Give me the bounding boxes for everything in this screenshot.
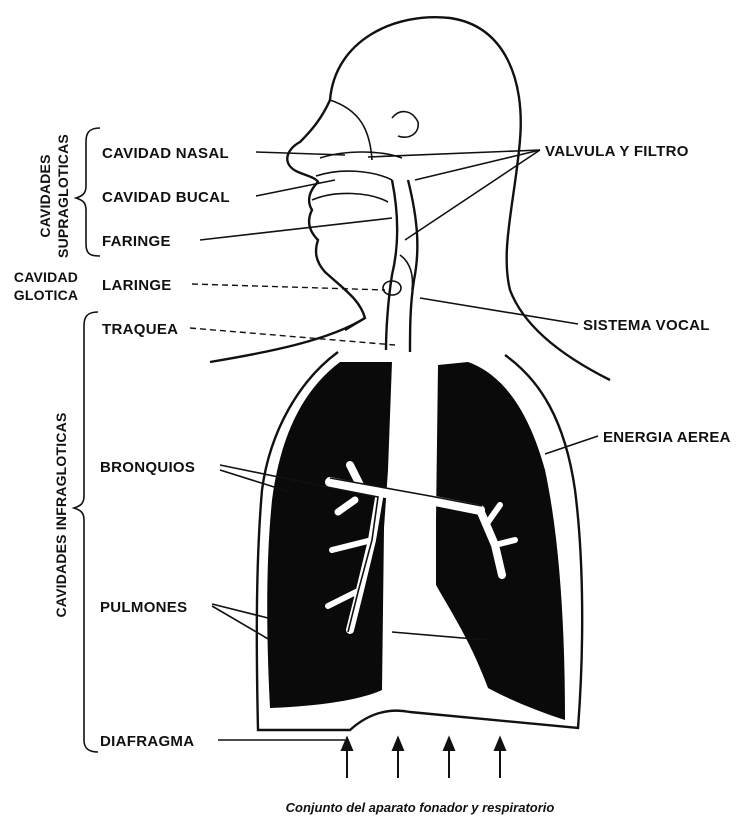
label-energia-aerea: ENERGIA AEREA — [603, 429, 731, 446]
supraglottic-line-2: SUPRAGLOTICAS — [55, 134, 71, 258]
supraglottic-group-label: CAVIDADES SUPRAGLOTICAS — [37, 134, 71, 258]
infraglottic-group-label: CAVIDADES INFRAGLOTICAS — [53, 412, 69, 617]
label-sistema-vocal: SISTEMA VOCAL — [583, 317, 710, 334]
label-traquea: TRAQUEA — [102, 321, 178, 338]
infraglottic-brace — [74, 312, 98, 752]
label-bronquios: BRONQUIOS — [100, 459, 195, 476]
label-diafragma: DIAFRAGMA — [100, 733, 194, 750]
glottic-line-1: CAVIDAD — [14, 269, 78, 285]
larynx-shape — [383, 281, 401, 295]
supraglottic-line-1: CAVIDADES — [37, 154, 53, 237]
glottic-group-label: CAVIDAD GLOTICA — [14, 269, 78, 303]
diaphragm-arrows — [342, 738, 505, 778]
figure-caption: Conjunto del aparato fonador y respirato… — [286, 800, 555, 815]
label-faringe: FARINGE — [102, 233, 171, 250]
label-pulmones: PULMONES — [100, 599, 187, 616]
label-laringe: LARINGE — [102, 277, 172, 294]
supraglottic-brace — [76, 128, 100, 256]
airway-tube — [383, 180, 417, 352]
label-valvula-filtro: VALVULA Y FILTRO — [545, 143, 689, 160]
label-cavidad-bucal: CAVIDAD BUCAL — [102, 189, 230, 206]
glottic-line-2: GLOTICA — [14, 287, 78, 303]
label-cavidad-nasal: CAVIDAD NASAL — [102, 145, 229, 162]
